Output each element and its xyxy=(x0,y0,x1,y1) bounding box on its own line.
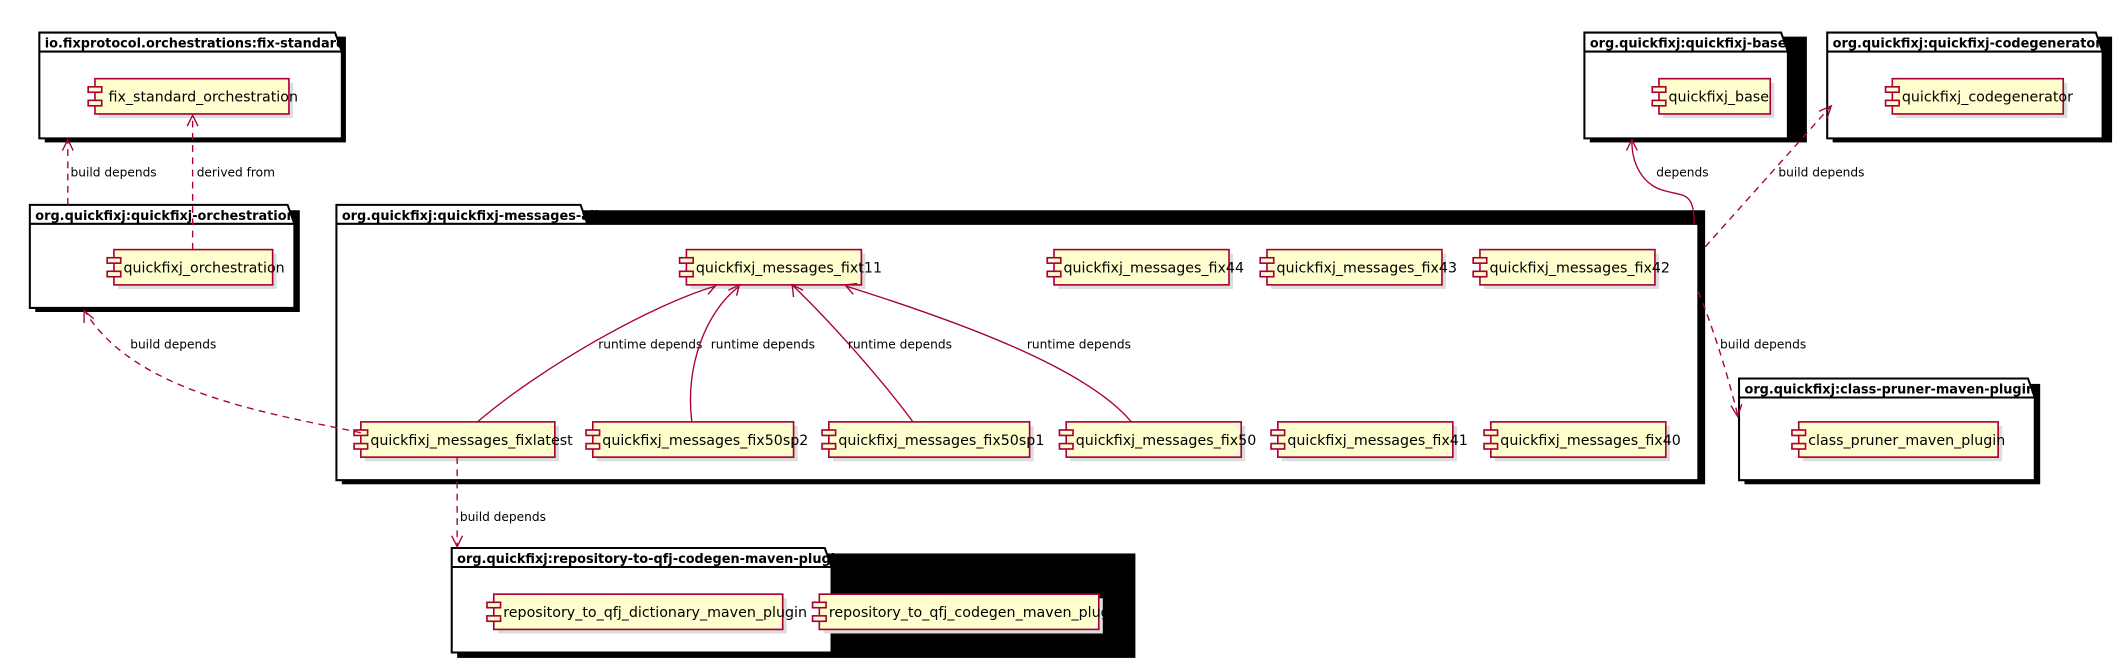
component-quickfixj_messages_fix40[interactable]: quickfixj_messages_fix40 xyxy=(1483,421,1681,462)
component-label: repository_to_qfj_dictionary_maven_plugi… xyxy=(503,605,807,621)
component-quickfixj_messages_fixt11[interactable]: quickfixj_messages_fixt11 xyxy=(678,248,882,289)
component-label: quickfixj_messages_fix44 xyxy=(1064,261,1245,277)
component-fix_standard_orchestration[interactable]: fix_standard_orchestration xyxy=(87,77,298,119)
edge-msgall-to-codegen: build depends xyxy=(1704,104,1865,248)
component-label: class_pruner_maven_plugin xyxy=(1808,433,2005,449)
edge-label: depends xyxy=(1656,165,1708,179)
edge-orch-to-fixstd-build: build depends xyxy=(61,138,157,205)
component-quickfixj_messages_fix50sp2[interactable]: quickfixj_messages_fix50sp2 xyxy=(585,421,808,462)
component-label: quickfixj_messages_fixlatest xyxy=(370,433,573,449)
component-quickfixj_messages_fixlatest[interactable]: quickfixj_messages_fixlatest xyxy=(353,421,573,462)
edge-msgall-to-pruner: build depends xyxy=(1697,291,1806,419)
component-quickfixj_messages_fix41[interactable]: quickfixj_messages_fix41 xyxy=(1270,421,1468,462)
component-label: quickfixj_messages_fix50 xyxy=(1076,433,1257,449)
edge-fix50sp1-to-fixt11: runtime depends xyxy=(791,283,952,423)
component-label: quickfixj_codegenerator xyxy=(1902,90,2073,106)
component-quickfixj_messages_fix44[interactable]: quickfixj_messages_fix44 xyxy=(1046,248,1245,289)
component-repository_to_qfj_dictionary_maven_plugin[interactable]: repository_to_qfj_dictionary_maven_plugi… xyxy=(486,593,807,634)
edge-label: runtime depends xyxy=(598,338,702,352)
edge-fixlatest-to-repo: build depends xyxy=(451,457,546,549)
edge-orch-to-fixstd-derived: derived from xyxy=(186,113,275,250)
edge-label: build depends xyxy=(460,510,546,524)
component-label: quickfixj_messages_fixt11 xyxy=(696,261,882,277)
component-label: quickfixj_orchestration xyxy=(123,261,284,277)
component-class_pruner_maven_plugin[interactable]: class_pruner_maven_plugin xyxy=(1791,421,2005,462)
package-title: org.quickfixj:quickfixj-base xyxy=(1590,36,1787,51)
package-title: org.quickfixj:quickfixj-messages-all xyxy=(342,209,599,224)
edge-label: build depends xyxy=(1720,338,1806,352)
component-label: quickfixj_messages_fix50sp2 xyxy=(602,433,808,449)
component-quickfixj_messages_fix43[interactable]: quickfixj_messages_fix43 xyxy=(1259,248,1457,289)
component-label: fix_standard_orchestration xyxy=(109,90,298,106)
edge-fix50sp2-to-fixt11: runtime depends xyxy=(689,283,815,422)
package-title: org.quickfixj:quickfixj-orchestration xyxy=(35,209,295,224)
edge-label: derived from xyxy=(197,165,275,179)
component-quickfixj_codegenerator[interactable]: quickfixj_codegenerator xyxy=(1884,77,2074,119)
component-quickfixj_orchestration[interactable]: quickfixj_orchestration xyxy=(106,248,285,289)
edge-label: build depends xyxy=(71,165,157,179)
component-label: repository_to_qfj_codegen_maven_plugin xyxy=(829,605,1123,621)
edge-label: runtime depends xyxy=(848,338,952,352)
edge-label: runtime depends xyxy=(1027,338,1131,352)
edge-msgall-to-base: depends xyxy=(1625,138,1709,224)
component-label: quickfixj_messages_fix42 xyxy=(1489,261,1670,277)
package-title: org.quickfixj:class-pruner-maven-plugin xyxy=(1744,382,2035,397)
edge-label: build depends xyxy=(1778,165,1864,179)
package-title: org.quickfixj:quickfixj-codegenerator xyxy=(1833,36,2103,51)
component-quickfixj_base[interactable]: quickfixj_base xyxy=(1651,77,1775,119)
component-label: quickfixj_messages_fix43 xyxy=(1276,261,1457,277)
package-title: org.quickfixj:repository-to-qfj-codegen-… xyxy=(457,552,844,567)
component-quickfixj_messages_fix42[interactable]: quickfixj_messages_fix42 xyxy=(1472,248,1670,289)
component-label: quickfixj_base xyxy=(1669,90,1769,106)
edge-fixlatest-to-fixt11: runtime depends xyxy=(477,284,718,423)
component-label: quickfixj_messages_fix50sp1 xyxy=(838,433,1044,449)
edge-fix50-to-fixt11: runtime depends xyxy=(843,282,1132,423)
component-quickfixj_messages_fix50sp1[interactable]: quickfixj_messages_fix50sp1 xyxy=(821,421,1044,462)
edge-label: runtime depends xyxy=(711,338,815,352)
component-repository_to_qfj_codegen_maven_plugin[interactable]: repository_to_qfj_codegen_maven_plugin xyxy=(811,593,1123,634)
package-title: io.fixprotocol.orchestrations:fix-standa… xyxy=(45,36,346,51)
edge-label: build depends xyxy=(130,338,216,352)
component-label: quickfixj_messages_fix41 xyxy=(1287,433,1468,449)
component-label: quickfixj_messages_fix40 xyxy=(1500,433,1681,449)
component-quickfixj_messages_fix50[interactable]: quickfixj_messages_fix50 xyxy=(1058,421,1257,462)
edge-fixlatest-to-orch: build depends xyxy=(83,309,361,434)
